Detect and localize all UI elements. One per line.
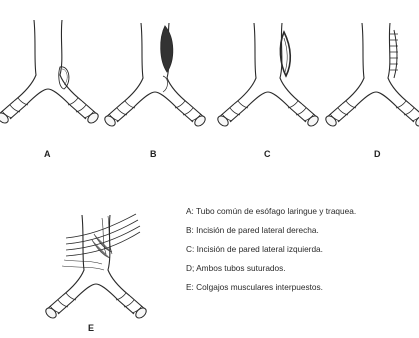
panel-a-drawing xyxy=(0,20,100,125)
panel-b-drawing xyxy=(103,23,207,128)
panel-label-b: B xyxy=(150,149,157,159)
panel-d-drawing xyxy=(324,23,419,128)
panel-label-a: A xyxy=(44,149,51,159)
legend-item-e: E: Colgajos musculares interpuestos. xyxy=(186,282,414,292)
legend-item-c: C: Incisión de pared lateral izquierda. xyxy=(186,244,414,254)
panel-label-e: E xyxy=(88,323,94,333)
legend-item-a: A: Tubo común de esófago laringue y traq… xyxy=(186,206,414,216)
panel-e-drawing xyxy=(44,214,148,320)
panel-label-d: D xyxy=(374,149,381,159)
legend-list: A: Tubo común de esófago laringue y traq… xyxy=(186,206,414,301)
panel-label-c: C xyxy=(264,149,271,159)
legend-item-d: D; Ambos tubos suturados. xyxy=(186,263,414,273)
panel-c-drawing xyxy=(216,23,320,128)
legend-item-b: B: Incisión de pared lateral derecha. xyxy=(186,225,414,235)
